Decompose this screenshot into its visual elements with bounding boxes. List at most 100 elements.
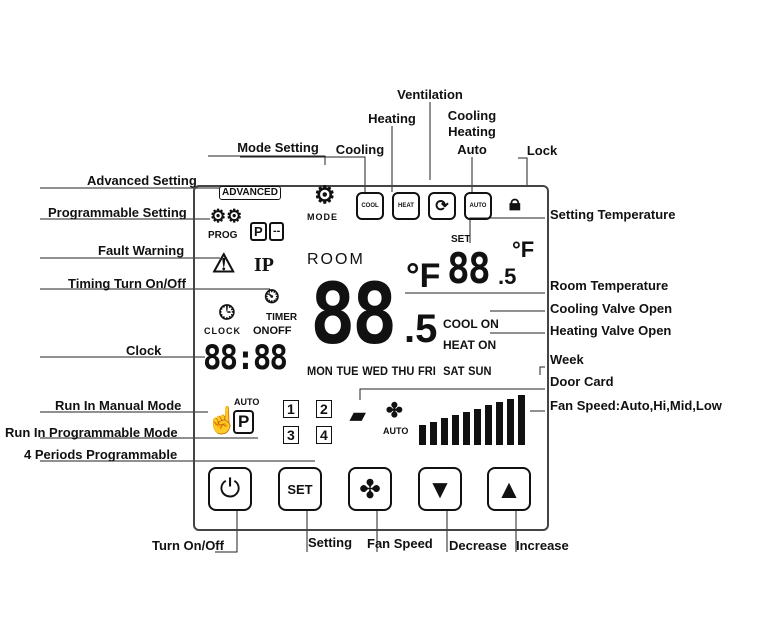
- label-room-temperature: Room Temperature: [550, 278, 669, 293]
- weekday-row: MON TUE WED THU FRI SAT SUN: [307, 364, 491, 378]
- clock-icon: 🕒︎: [219, 302, 235, 324]
- fan-speed-bar: [463, 411, 470, 445]
- set-indicator: SET: [451, 234, 471, 245]
- label-lock: Lock: [526, 143, 558, 158]
- fan-speed-bars: [419, 395, 534, 445]
- fan-speed-bar: [474, 408, 481, 445]
- label-week: Week: [550, 352, 584, 367]
- label-manual-mode: Run In Manual Mode: [55, 398, 182, 413]
- fan-speed-bar: [507, 398, 514, 445]
- timer-clock-icon: ⏲: [264, 286, 280, 308]
- heat-on-indicator: HEAT ON: [443, 338, 497, 352]
- door-card-icon: ▰: [350, 405, 366, 427]
- label-advanced-setting: Advanced Setting: [87, 173, 197, 188]
- period-4-icon: 4: [316, 426, 332, 444]
- fan-auto-indicator: AUTO: [383, 426, 409, 436]
- cool-on-indicator: COOL ON: [443, 317, 499, 331]
- set-temp-unit: °F: [512, 237, 535, 262]
- onoff-indicator: ONOFF: [253, 325, 292, 337]
- programmable-p-icon: P: [233, 410, 255, 434]
- fan-icon: ✤: [359, 473, 381, 504]
- set-temp-digits: 88: [447, 244, 491, 293]
- fan-speed-bar: [430, 421, 437, 445]
- lock-icon: 🔒︎: [509, 190, 521, 215]
- prog-indicator: PROG: [208, 230, 238, 241]
- day-sun: SUN: [468, 364, 492, 378]
- label-heating-valve: Heating Valve Open: [550, 323, 672, 338]
- label-clock: Clock: [126, 343, 162, 358]
- label-cooling-valve: Cooling Valve Open: [550, 301, 673, 316]
- set-button[interactable]: SET: [278, 467, 322, 511]
- auto-p-indicator: AUTO: [234, 397, 260, 407]
- label-mode-setting: Mode Setting: [237, 140, 319, 155]
- set-temp-decimal: .5: [498, 264, 517, 289]
- gear-icon: ⚙: [314, 182, 336, 209]
- advanced-indicator: ADVANCED: [219, 186, 281, 200]
- ventilation-icon: ⟳: [428, 192, 456, 220]
- cool-snowflake-icon: COOL: [356, 192, 384, 220]
- decrease-button[interactable]: ▼: [418, 467, 462, 511]
- label-ventilation: Ventilation: [397, 87, 463, 102]
- heat-text: HEAT: [398, 203, 414, 209]
- increase-button[interactable]: ▲: [487, 467, 531, 511]
- label-auto: Auto: [457, 142, 487, 157]
- label-decrease: Decrease: [449, 538, 507, 553]
- label-cooling-auto: Cooling: [447, 108, 497, 123]
- fan-speed-bar: [419, 425, 426, 445]
- label-programmable-setting: Programmable Setting: [48, 205, 187, 220]
- period-1-icon: 1: [283, 400, 299, 418]
- set-button-label: SET: [287, 481, 313, 497]
- room-temp-unit: °F: [406, 257, 441, 295]
- room-temp-decimal: .5: [404, 307, 438, 351]
- label-increase: Increase: [516, 538, 569, 553]
- label-programmable-mode: Run In Programmable Mode: [5, 425, 178, 440]
- label-setting-temperature: Setting Temperature: [550, 207, 676, 222]
- auto-mode-icon: AUTO: [464, 192, 492, 220]
- label-fan-speed-levels: Fan Speed:Auto,Hi,Mid,Low: [550, 398, 722, 413]
- cool-text: COOL: [361, 203, 379, 209]
- dash-indicator: --: [269, 222, 285, 241]
- label-cooling: Cooling: [335, 142, 385, 157]
- room-temp-digits: 88: [310, 265, 397, 363]
- power-icon: ⏻: [219, 473, 241, 503]
- fan-speed-bar: [441, 418, 448, 445]
- mode-indicator: MODE: [307, 212, 338, 222]
- lcd-panel: [193, 185, 549, 531]
- day-fri: FRI: [418, 364, 436, 378]
- p-indicator: P: [250, 222, 267, 241]
- period-2-icon: 2: [316, 400, 332, 418]
- day-tue: TUE: [336, 364, 359, 378]
- label-heating-auto: Heating: [448, 124, 496, 139]
- label-turn-on-off: Turn On/Off: [152, 538, 224, 553]
- day-thu: THU: [391, 364, 415, 378]
- timer-indicator: TIMER: [266, 312, 298, 323]
- warning-icon: ⚠: [212, 248, 236, 278]
- manual-hand-icon: ☝: [206, 405, 239, 435]
- heat-flame-icon: HEAT: [392, 192, 420, 220]
- prog-gear-icon: ⚙⚙: [210, 206, 243, 226]
- label-door-card: Door Card: [550, 374, 614, 389]
- fan-speed-bar: [452, 415, 459, 445]
- label-setting: Setting: [308, 535, 353, 550]
- fan-icon: ✤: [386, 400, 403, 422]
- label-timing: Timing Turn On/Off: [68, 276, 186, 291]
- fan-speed-bar: [518, 395, 525, 445]
- day-mon: MON: [307, 364, 333, 378]
- fan-speed-bar: [485, 405, 492, 445]
- room-indicator: ROOM: [307, 251, 365, 268]
- power-button[interactable]: ⏻: [208, 467, 252, 511]
- label-fault-warning: Fault Warning: [98, 243, 185, 258]
- fan-speed-bar: [496, 401, 503, 445]
- fan-speed-button[interactable]: ✤: [348, 467, 392, 511]
- auto-text: AUTO: [469, 203, 487, 209]
- day-sat: SAT: [443, 364, 465, 378]
- down-arrow-icon: ▼: [427, 473, 453, 504]
- day-wed: WED: [362, 364, 388, 378]
- label-heating: Heating: [368, 111, 416, 126]
- ip-indicator: IP: [254, 254, 274, 276]
- clock-digits: 88:88: [203, 338, 288, 378]
- up-arrow-icon: ▲: [496, 473, 522, 504]
- clock-indicator: CLOCK: [204, 326, 241, 336]
